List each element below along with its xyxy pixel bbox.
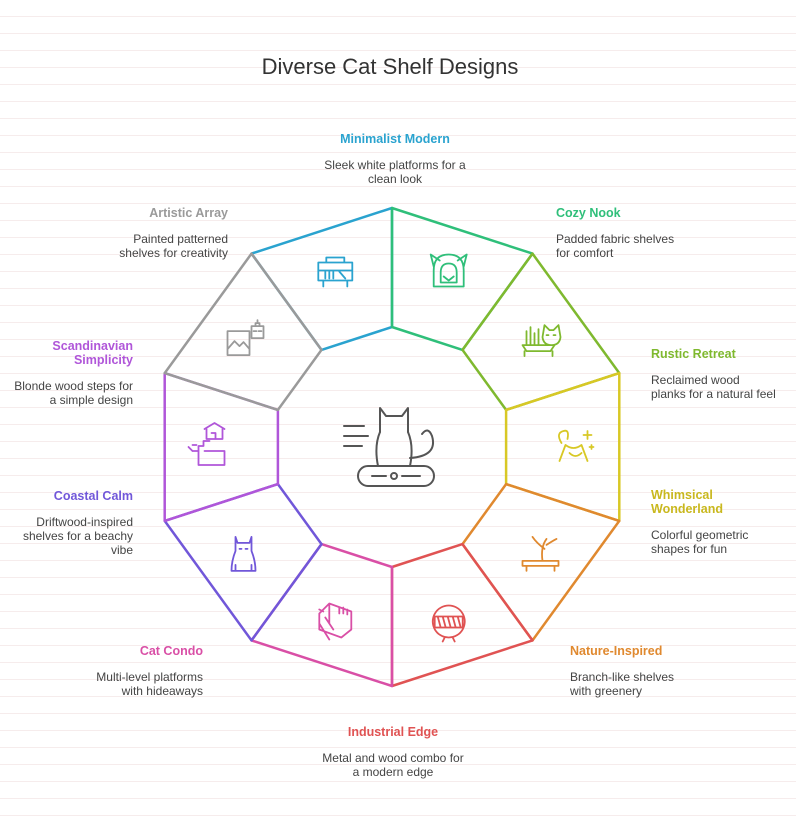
heading-whimsical-wonderland: Whimsical Wonderland bbox=[651, 488, 723, 516]
segment-minimalist-modern bbox=[250, 206, 394, 352]
label-whimsical-wonderland: Whimsical Wonderland Colorful geometric … bbox=[651, 488, 751, 556]
description-rustic-retreat: Reclaimed wood planks for a natural feel bbox=[651, 373, 776, 401]
heading-industrial-edge: Industrial Edge bbox=[347, 725, 439, 739]
sitting-cat-icon bbox=[230, 536, 257, 572]
heading-cozy-nook: Cozy Nook bbox=[556, 206, 621, 220]
house-steps-icon bbox=[187, 422, 226, 466]
label-industrial-edge: Industrial Edge Metal and wood combo for… bbox=[318, 725, 468, 779]
cat-bed-icon bbox=[429, 253, 468, 288]
description-nature-inspired: Branch-like shelves with greenery bbox=[570, 670, 675, 698]
label-nature-inspired: Nature-Inspired Branch-like shelves with… bbox=[570, 644, 690, 698]
cat-on-cushion-icon bbox=[343, 407, 435, 487]
description-minimalist-modern: Sleek white platforms for a clean look bbox=[324, 158, 466, 186]
description-cozy-nook: Padded fabric shelves for comfort bbox=[556, 232, 675, 260]
description-whimsical-wonderland: Colorful geometric shapes for fun bbox=[651, 528, 749, 556]
framed-picture-icon bbox=[226, 319, 265, 357]
heading-scandinavian-simplicity: Scandinavian Simplicity bbox=[52, 339, 133, 367]
description-coastal-calm: Driftwood-inspired shelves for a beachy … bbox=[22, 515, 133, 557]
segment-scandinavian-simplicity bbox=[163, 371, 280, 523]
heading-artistic-array: Artistic Array bbox=[149, 206, 228, 220]
label-scandinavian-simplicity: Scandinavian Simplicity Blonde wood step… bbox=[13, 339, 133, 407]
label-coastal-calm: Coastal Calm Driftwood-inspired shelves … bbox=[18, 489, 133, 557]
segment-industrial-edge bbox=[390, 542, 534, 688]
label-minimalist-modern: Minimalist Modern Sleek white platforms … bbox=[310, 132, 480, 186]
segment-cat-condo bbox=[250, 542, 394, 688]
heading-cat-condo: Cat Condo bbox=[139, 644, 203, 658]
heading-minimalist-modern: Minimalist Modern bbox=[340, 132, 450, 146]
segment-whimsical-wonderland bbox=[504, 371, 621, 523]
balloon-dog-sparkle-icon bbox=[558, 429, 595, 462]
branch-shelf-icon bbox=[521, 536, 560, 572]
description-cat-condo: Multi-level platforms with hideaways bbox=[96, 670, 203, 698]
segment-cozy-nook bbox=[390, 206, 534, 352]
cat-grass-planter-icon bbox=[521, 324, 562, 358]
label-rustic-retreat: Rustic Retreat Reclaimed wood planks for… bbox=[651, 347, 776, 401]
segment-artistic-array bbox=[163, 252, 323, 412]
label-artistic-array: Artistic Array Painted patterned shelves… bbox=[98, 206, 228, 260]
heading-nature-inspired: Nature-Inspired bbox=[570, 644, 663, 658]
description-scandinavian-simplicity: Blonde wood steps for a simple design bbox=[14, 379, 133, 407]
cat-condo-ladder-icon bbox=[318, 602, 353, 641]
metal-globe-shelf-icon bbox=[431, 604, 466, 643]
heading-coastal-calm: Coastal Calm bbox=[53, 489, 133, 503]
segment-coastal-calm bbox=[163, 482, 323, 642]
description-industrial-edge: Metal and wood combo for a modern edge bbox=[322, 751, 464, 779]
diagram-title: Diverse Cat Shelf Designs bbox=[261, 54, 519, 79]
segment-rustic-retreat bbox=[461, 252, 621, 412]
label-cozy-nook: Cozy Nook Padded fabric shelves for comf… bbox=[556, 206, 686, 260]
white-cabinet-icon bbox=[317, 256, 354, 288]
heading-rustic-retreat: Rustic Retreat bbox=[651, 347, 736, 361]
segment-nature-inspired bbox=[461, 482, 621, 642]
description-artistic-array: Painted patterned shelves for creativity bbox=[119, 232, 228, 260]
label-cat-condo: Cat Condo Multi-level platforms with hid… bbox=[78, 644, 203, 698]
